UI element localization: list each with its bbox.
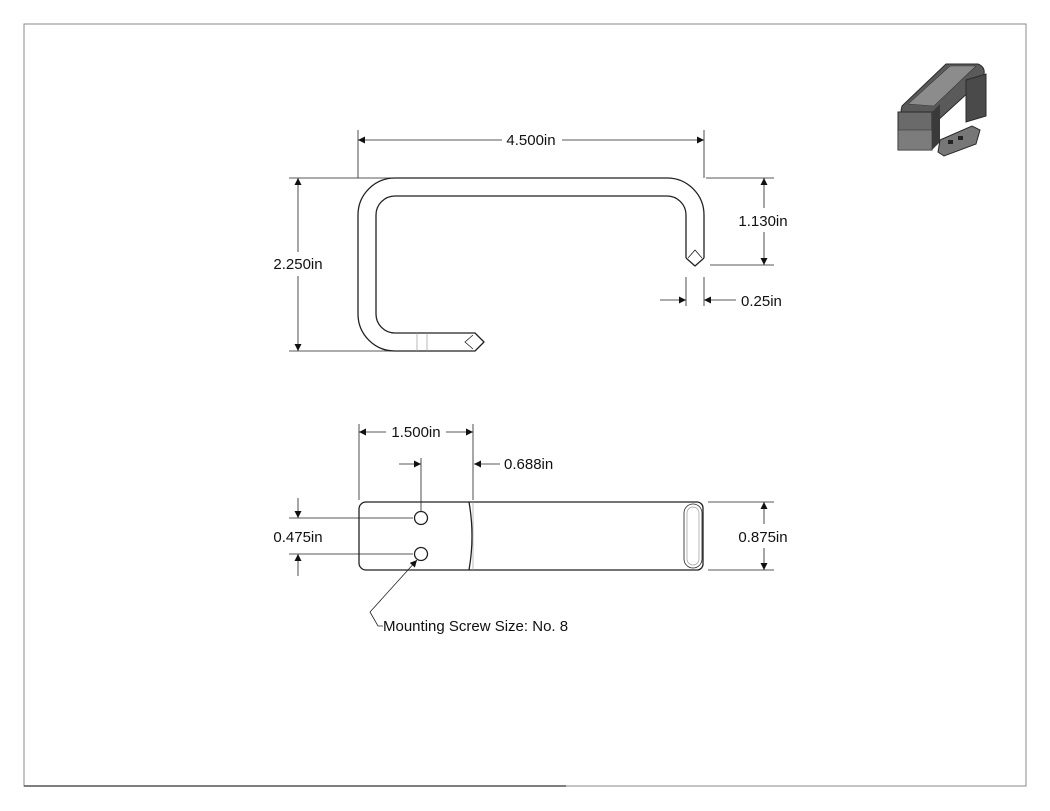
bar-outline [358,501,704,571]
dim-label-overall-height: 2.250in [273,256,322,273]
dim-hole-offset: 1.500in [358,424,474,500]
dim-label-flat-offset: 0.688in [504,456,553,473]
dim-overall-width: 4.500in [357,130,705,178]
screw-callout: Mounting Screw Size: No. 8 [369,559,568,635]
dim-right-leg: 1.130in [706,177,788,266]
top-view: 1.500in 0.688in 0.475in 0.875in [273,424,788,635]
dim-label-bar-width: 0.875in [738,529,787,546]
sheet-border [23,23,1027,787]
mounting-hole-top [413,510,429,526]
dim-hole-spacing: 0.475in [273,498,413,576]
callout-label: Mounting Screw Size: No. 8 [383,618,568,635]
dim-label-hole-offset: 1.500in [391,424,440,441]
hook-profile-outer [357,177,705,352]
mounting-hole-bottom [413,546,429,562]
dim-overall-height: 2.250in [273,177,395,352]
dim-wire-thickness: 0.25in [660,277,782,310]
dim-label-right-leg: 1.130in [738,213,787,230]
bottom-leg-tip [412,332,485,352]
end-slot [683,503,703,569]
isometric-thumbnail [897,63,987,157]
dim-label-overall-width: 4.500in [506,132,555,149]
side-view: 4.500in 2.250in 1.130in 0.25in [273,130,788,352]
dim-flat-offset: 0.688in [399,456,553,511]
dim-bar-width: 0.875in [708,501,788,571]
dim-label-hole-spacing: 0.475in [273,529,322,546]
hook-profile-inner [375,195,687,334]
dim-label-wire-thickness: 0.25in [741,293,782,310]
right-leg-tip [685,257,705,267]
